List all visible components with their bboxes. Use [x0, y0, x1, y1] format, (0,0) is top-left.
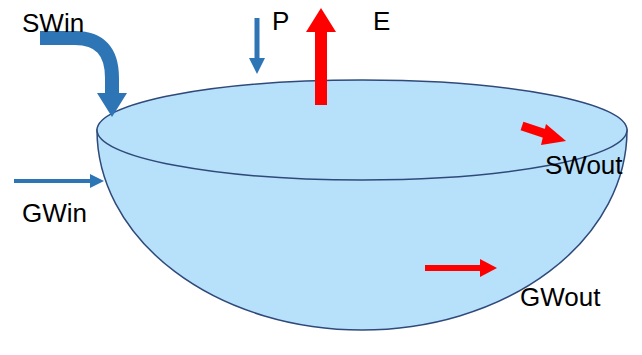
- outflow-arrow-head: [541, 124, 566, 145]
- precipitation-arrow-shaft: [255, 18, 260, 60]
- inflow-arrow-shaft: [40, 38, 112, 95]
- groundwater-in-arrow-head: [90, 174, 104, 188]
- lake-surface: [97, 80, 627, 180]
- precipitation-arrow-head: [249, 58, 265, 74]
- precipitation-label: P: [272, 8, 289, 34]
- groundwater-out-arrow-head: [480, 259, 497, 277]
- groundwater-in-label: GWin: [22, 200, 87, 226]
- groundwater-out-label: GWout: [520, 284, 600, 310]
- evaporation-arrow-shaft: [315, 30, 327, 105]
- groundwater-in-arrow-shaft: [14, 179, 92, 183]
- inflow-arrow-head: [97, 93, 127, 117]
- evaporation-label: E: [373, 8, 390, 34]
- evaporation-arrow-head: [306, 8, 336, 32]
- outflow-label: SWout: [545, 152, 623, 178]
- groundwater-out-arrow-shaft: [425, 265, 482, 271]
- inflow-label: SWin: [22, 10, 84, 36]
